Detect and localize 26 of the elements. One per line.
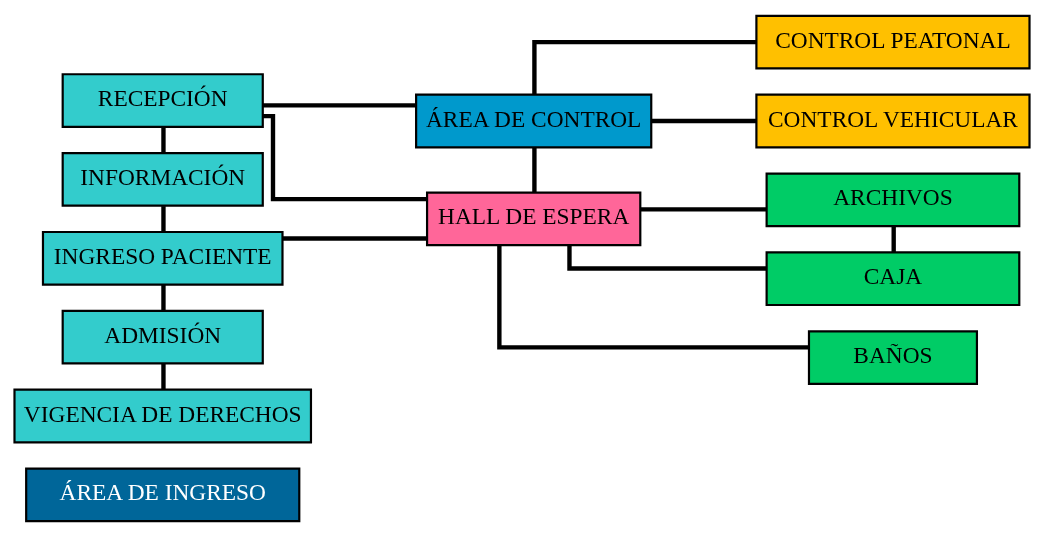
node-box: RECEPCIÓN: [61, 73, 264, 128]
connector: [161, 127, 166, 153]
connector: [282, 236, 427, 241]
node-box: CAJA: [765, 251, 1021, 307]
connector: [532, 147, 537, 193]
node-box: INGRESO PACIENTE: [41, 230, 284, 286]
node-box: CONTROL VEHICULAR: [755, 93, 1031, 149]
node-box: ADMISIÓN: [61, 309, 264, 365]
node-box: HALL DE ESPERA: [425, 191, 642, 247]
connector: [161, 284, 166, 311]
connector: [891, 226, 896, 253]
connector: [161, 363, 166, 390]
node-box: CONTROL PEATONAL: [755, 14, 1031, 70]
node-box: ÁREA DE INGRESO: [25, 467, 301, 523]
connector: [262, 103, 416, 108]
connector: [532, 39, 757, 95]
node-box: BAÑOS: [807, 330, 979, 385]
connector: [161, 206, 166, 232]
node-box: ÁREA DE CONTROL: [415, 93, 653, 149]
node-box: VIGENCIA DE DERECHOS: [13, 388, 313, 444]
node-box: ARCHIVOS: [765, 172, 1021, 228]
connector: [651, 118, 757, 124]
node-box: INFORMACIÓN: [61, 152, 264, 207]
connector: [497, 245, 809, 350]
connector: [262, 113, 427, 202]
connector: [640, 207, 767, 212]
